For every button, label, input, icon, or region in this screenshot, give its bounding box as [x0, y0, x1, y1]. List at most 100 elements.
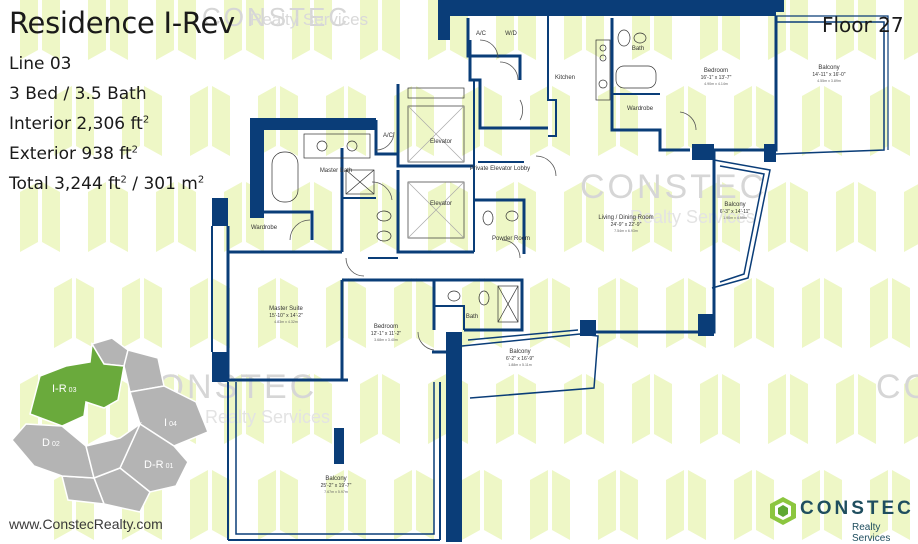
room-metric-living: 7.54m x 6.93m: [614, 229, 638, 233]
door-swings: [289, 39, 697, 351]
room-label-master-bath: Master Bath: [320, 168, 352, 174]
room-label-bedroom-mid: Bedroom: [374, 324, 398, 330]
pattern-cell: [904, 0, 918, 60]
interior-area: Interior 2,306 ft2: [9, 114, 149, 134]
pattern-cell: [224, 0, 264, 60]
pattern-cell: [734, 86, 774, 156]
room-label-ac-mid: A/C: [383, 133, 394, 139]
room-metric-master-suite: 4.83m x 4.32m: [274, 320, 298, 324]
room-label-elevator-2: Elevator: [430, 201, 452, 207]
key-plan-dr-line: 01: [166, 463, 174, 470]
pattern-cell: [870, 278, 910, 348]
pattern-cell: [428, 182, 468, 252]
pattern-cell: [326, 470, 366, 540]
residence-title: Residence I-Rev: [9, 6, 235, 40]
room-label-wardrobe-master: Wardrobe: [251, 225, 278, 231]
total-area: Total 3,244 ft2 / 301 m2: [9, 174, 204, 194]
room-label-balcony-ne: Balcony: [818, 65, 839, 71]
key-plan-unit-north-east: [123, 349, 165, 393]
pattern-cell: [292, 182, 332, 252]
key-plan-other-units: [11, 337, 209, 513]
pattern-cell: [632, 182, 672, 252]
room-dim-master-suite: 15'-10" x 14'-2": [269, 313, 303, 319]
room-label-balcony-mid: Balcony: [509, 349, 530, 355]
floor-number: Floor 27: [822, 13, 904, 37]
watermark-sub-2: Realty Services: [630, 207, 756, 227]
room-label-wd: W/D: [505, 31, 517, 37]
interior-area-exponent: 2: [142, 114, 150, 126]
room-label-elevator-1: Elevator: [430, 139, 452, 145]
total-area-metric: / 301 m: [126, 174, 198, 194]
pattern-cell: [122, 278, 162, 348]
pattern-cell: [462, 470, 502, 540]
pattern-cell: [88, 0, 128, 60]
room-label-wardrobe-ne: Wardrobe: [627, 106, 654, 112]
interior-area-text: Interior 2,306 ft: [9, 114, 143, 134]
pattern-cell: [54, 278, 94, 348]
pattern-cell: [394, 278, 434, 348]
constec-logo-tagline: Realty Services: [852, 522, 891, 544]
room-metric-balcony-mid: 1.88m x 5.11m: [508, 363, 532, 367]
pattern-cell: [836, 0, 876, 60]
pattern-cell: [870, 470, 910, 540]
watermark-word-4: CONSTEC: [876, 368, 918, 406]
key-plan-ir-line: 03: [69, 387, 77, 394]
room-metric-bedroom-mid: 3.68m x 3.40m: [374, 338, 398, 342]
pattern-cell: [20, 0, 60, 60]
pattern-cell: [394, 470, 434, 540]
room-metric-balcony-ne: 4.55m x 3.89m: [817, 79, 841, 83]
room-dim-bedroom-mid: 12'-1" x 11'-2": [371, 331, 402, 337]
pattern-cell: [156, 182, 196, 252]
bed-bath-count: 3 Bed / 3.5 Bath: [9, 84, 147, 104]
key-plan-dr-letter: D-R: [144, 459, 164, 471]
key-plan-d-line: 02: [52, 441, 60, 448]
room-label-bath-top: Bath: [632, 46, 644, 52]
exterior-area-text: Exterior 938 ft: [9, 144, 132, 164]
room-metric-balcony-east: 1.90m x 4.55m: [723, 216, 747, 220]
pattern-cell: [904, 376, 918, 444]
pattern-cell: [190, 86, 230, 156]
key-plan-d-letter: D: [42, 437, 50, 449]
key-plan-i-letter: I: [164, 417, 167, 429]
watermark-word-1: CONSTEC: [202, 2, 351, 32]
room-dim-balcony-mid: 6'-2" x 16'-9": [506, 356, 534, 362]
room-metric-bedroom-ne: 4.90m x 4.14m: [704, 82, 728, 86]
room-metric-balcony-south: 7.67m x 5.97m: [324, 490, 348, 494]
key-plan-unit-highlight: [29, 341, 125, 427]
website-url[interactable]: www.ConstecRealty.com: [9, 516, 163, 532]
pattern-cell: [530, 470, 570, 540]
pattern-cell: [734, 470, 774, 540]
exterior-area: Exterior 938 ft2: [9, 144, 138, 164]
pattern-cell: [530, 86, 570, 156]
constec-logo-wordmark: CONSTEC: [800, 498, 914, 519]
room-dim-balcony-ne: 14'-11" x 16'-0": [812, 72, 845, 78]
pattern-cell: [666, 86, 706, 156]
room-dim-balcony-east: 6'-3" x 14'-11": [720, 209, 751, 215]
pattern-cell: [666, 470, 706, 540]
room-label-master-suite: Master Suite: [269, 306, 303, 312]
pattern-cell: [20, 182, 60, 252]
room-label-ac-top: A/C: [476, 31, 487, 37]
pattern-cell: [190, 278, 230, 348]
pattern-cell: [88, 182, 128, 252]
pattern-cell: [768, 182, 808, 252]
room-label-powder-room: Powder Room: [492, 236, 530, 242]
pattern-cell: [462, 86, 502, 156]
pattern-cell: [292, 374, 332, 444]
pattern-cell: [598, 470, 638, 540]
wall-fill-group: [212, 0, 784, 542]
room-dim-bedroom-ne: 16'-1" x 13'-7": [701, 75, 732, 81]
room-label-bedroom-ne: Bedroom: [704, 68, 728, 74]
pattern-cell: [258, 470, 298, 540]
room-dim-balcony-south: 25'-2" x 19'-7": [321, 483, 352, 489]
room-label-bath-mid: Bath: [466, 314, 478, 320]
pattern-cell: [156, 0, 196, 60]
key-plan-ir-letter: I-R: [52, 383, 67, 395]
watermark-sub-top: Realty Services: [250, 10, 369, 29]
pattern-cell: [802, 470, 842, 540]
room-label-balcony-east: Balcony: [724, 202, 745, 208]
